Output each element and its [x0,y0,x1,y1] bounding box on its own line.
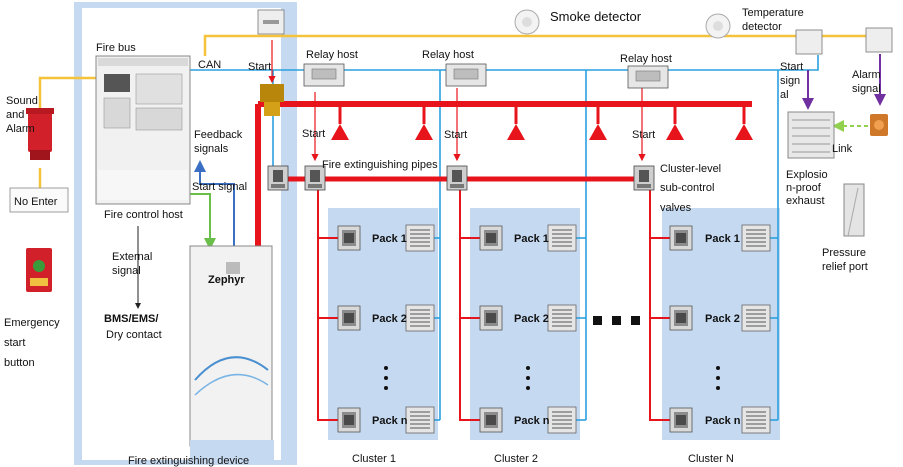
label-external-line2: signal [112,265,141,277]
relay-host-3 [627,65,669,89]
between-cluster-ellipsis [593,316,640,325]
no-enter-label: No Enter [14,196,58,208]
pack-1-label-c2: Pack 1 [514,233,549,245]
pack-1-label-c1: Pack 1 [372,233,407,245]
pack-n-label-c1: Pack n [372,415,408,427]
temperature-detector-device [705,13,731,39]
label-sound-line1: Sound [6,95,38,107]
valve-cluster-2 [446,165,468,191]
bms-ems-label: BMS/EMS/ [104,313,158,325]
sound-alarm-device [26,108,54,160]
relay-host-2 [445,63,487,87]
label-startsig-line1: Start [780,61,803,73]
feedback-arrow [194,160,235,250]
label-startsig-line2: sign [780,75,800,87]
cluster-n-label: Cluster N [688,453,734,465]
start-label-cluster-1: Start [302,128,325,140]
smoke-detector-device [514,9,540,35]
fire-extinguishing-pipes [255,101,752,421]
start-label-cluster-n: Start [632,129,655,141]
emergency-start-button [26,248,52,292]
valve-main-1 [267,165,289,191]
start-signal-label: Start signal [192,181,247,193]
fire-bus-label: Fire bus [96,42,136,54]
label-valves-line1: Cluster-level [660,163,721,175]
label-temp-line1: Temperature [742,7,804,19]
pack-n-label-cn: Pack n [705,415,741,427]
label-sound-line2: and [6,109,24,121]
valve-cluster-n [633,165,655,191]
fire-control-host-label: Fire control host [104,209,183,221]
cluster-1-label: Cluster 1 [352,453,396,465]
fire-extinguishing-device-cabinet [189,245,273,447]
label-relief-line2: relief port [822,261,868,273]
label-valves-line2: sub-control [660,182,714,194]
nozzles [331,124,753,140]
label-emergency-line1: Emergency [4,317,60,329]
label-feedback-line1: Feedback [194,129,243,141]
cluster-ellipsis [384,366,720,390]
label-emergency-line2: start [4,337,25,349]
cluster-2-label: Cluster 2 [494,453,538,465]
label-alarm-line1: Alarm [852,69,881,81]
detector-box-right-1 [795,29,823,55]
pack-2-label-c1: Pack 2 [372,313,407,325]
manual-call-point [257,9,285,35]
pack-2-label-c2: Pack 2 [514,313,549,325]
link-label: Link [832,143,853,155]
start-label-cluster-2: Start [444,129,467,141]
smoke-detector-label: Smoke detector [550,9,642,24]
label-external-line1: External [112,251,152,263]
dry-contact-label: Dry contact [106,329,162,341]
relay-host-1 [303,63,345,87]
fire-extinguishing-device-label: Fire extinguishing device [128,455,249,467]
can-label: CAN [198,59,221,71]
label-exhaust-line2: n-proof [786,182,822,194]
label-emergency-line3: button [4,357,35,369]
pack-n-label-c2: Pack n [514,415,550,427]
label-feedback-line2: signals [194,143,229,155]
label-temp-line2: detector [742,21,782,33]
device-brand-label: Zephyr [208,274,245,286]
relay-host-label-3: Relay host [620,53,672,65]
start-label-top: Start [248,61,271,73]
label-alarm-line2: signal [852,83,881,95]
label-exhaust-line1: Explosio [786,169,828,181]
relay-host-label-1: Relay host [306,49,358,61]
label-relief-line1: Pressure [822,247,866,259]
fire-control-host-device [95,55,191,205]
cluster-area-divider [288,2,297,465]
detector-box-right-2 [865,27,893,53]
label-valves-line3: valves [660,202,692,214]
relay-host-label-2: Relay host [422,49,474,61]
solenoid-valve [260,84,284,116]
pack-2-label-cn: Pack 2 [705,313,740,325]
gas-detector-device [870,114,888,136]
pack-1-label-cn: Pack 1 [705,233,740,245]
explosion-proof-exhaust-device [787,111,835,159]
label-startsig-line3: al [780,89,789,101]
fire-pipes-label: Fire extinguishing pipes [322,159,438,171]
label-exhaust-line3: exhaust [786,195,825,207]
no-enter-sign [9,187,69,213]
pressure-relief-device [843,183,865,237]
label-sound-line3: Alarm [6,123,35,135]
